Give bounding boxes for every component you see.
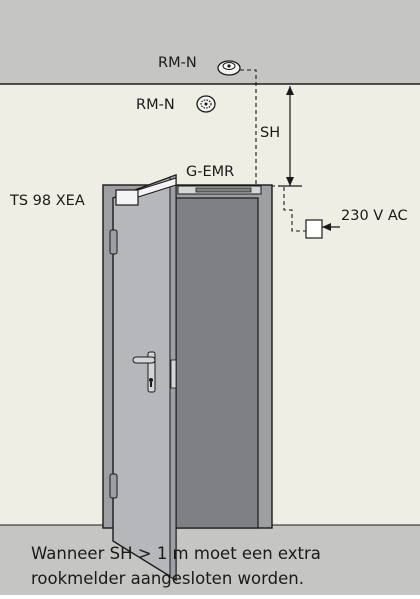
ceiling (0, 0, 420, 84)
note-line-1: Wanneer SH > 1 m moet een extra (31, 544, 321, 563)
note-text: Wanneer SH > 1 m moet een extra rookmeld… (31, 541, 411, 591)
door-leaf (112, 173, 177, 582)
door-handle-icon (132, 351, 156, 393)
door-closer (115, 177, 177, 206)
detector-ceiling-label: RM-N (158, 55, 197, 71)
closer-label: TS 98 XEA (10, 193, 85, 209)
junction-box-icon (305, 219, 323, 239)
smoke-detector-icon (196, 95, 216, 113)
power-label: 230 V AC (341, 208, 408, 224)
smoke-detector-icon (217, 60, 241, 76)
note-line-2: rookmelder aangesloten worden. (31, 569, 304, 588)
detector-lintel-label: RM-N (136, 97, 175, 113)
floor (0, 525, 420, 595)
emr-label: G-EMR (186, 164, 235, 180)
sh-dimension (278, 86, 302, 187)
hinge-icon (109, 473, 118, 499)
emr-plate (195, 187, 252, 193)
sh-label: SH (260, 125, 281, 141)
power-arrow (322, 223, 340, 231)
detector-cable (240, 69, 306, 232)
strike-plate (170, 359, 177, 389)
hinge-icon (109, 229, 118, 255)
